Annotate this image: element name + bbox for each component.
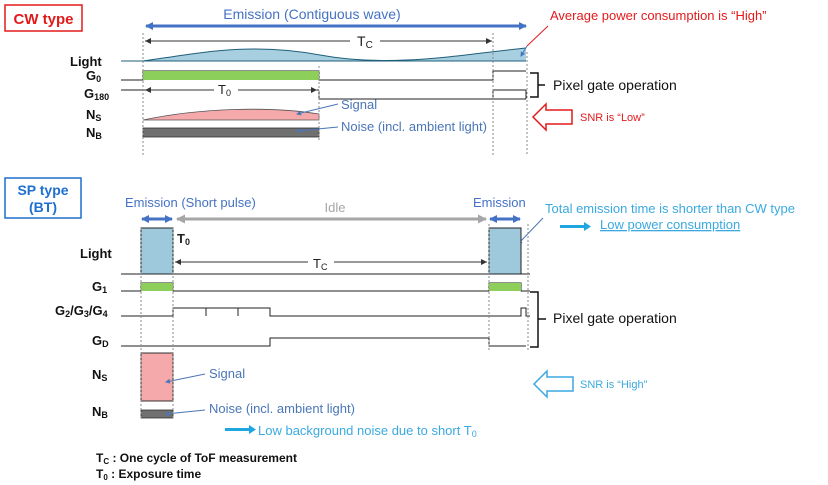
sp-signal-label: Signal [209,366,245,381]
cw-g180-signal [121,89,526,100]
cw-snr-arrow [531,102,573,132]
sp-low-bg-arrow [225,425,256,434]
cw-g0-gate [143,71,319,80]
sp-pixel-gate-label: Pixel gate operation [553,310,677,326]
sp-emission-short-label: Emission (Short pulse) [125,195,256,210]
sp-pixel-gate-bracket [530,291,546,348]
sp-snr-note: SNR is “High” [580,379,648,391]
sp-t0-label: T0 [177,231,190,247]
footnote-tc: TC : One cycle of ToF measurement [96,451,297,466]
cw-tc-label: TC [357,33,373,51]
cw-noise-pointer [296,126,339,134]
cw-row-nb: NB [86,125,102,141]
sp-total-pointer [517,217,544,245]
cw-emission-label: Emission (Contiguous wave) [223,6,400,22]
cw-row-ns: NS [86,107,101,123]
sp-type-box [4,177,82,219]
sp-section: SP type (BT) Emission (Short pulse) Idle… [4,177,795,439]
sp-g1-signal [121,282,530,292]
sp-g1-gate-1 [141,283,173,291]
sp-low-bg-label: Low background noise due to short T0 [258,423,477,439]
sp-g1-gate-2 [489,283,521,291]
sp-emission-label: Emission [473,195,526,210]
cw-power-note: Average power consumption is “High” [550,8,767,23]
footnote-t0: T0 : Exposure time [96,467,201,482]
cw-noise-bar [142,127,320,138]
sp-light-pulse-1 [140,227,174,275]
sp-row-nb: NB [92,404,108,420]
cw-row-light: Light [70,54,102,69]
sp-low-power-arrow [560,222,591,231]
sp-gd-signal [121,337,526,347]
sp-row-g234: G2/G3/G4 [55,303,108,319]
cw-pixel-gate-label: Pixel gate operation [553,77,677,93]
cw-light-wave [121,48,526,61]
sp-noise-label: Noise (incl. ambient light) [209,401,355,416]
footnotes: TC : One cycle of ToF measurement T0 : E… [96,451,297,482]
cw-pixel-gate-bracket [530,72,545,98]
cw-signal-pointer [296,103,339,116]
cw-snr-note: SNR is “Low” [580,112,645,124]
cw-signal-label: Signal [341,97,377,112]
cw-light-pointer [520,45,528,57]
sp-low-power-label: Low power consumption [600,217,740,232]
cw-noise-label: Noise (incl. ambient light) [341,119,487,134]
cw-power-pointer [526,25,549,47]
cw-row-g0: G0 [86,68,101,84]
sp-snr-arrow [532,369,574,399]
sp-tc-label: TC [313,256,328,272]
cw-t0-label: T0 [218,82,231,98]
sp-row-g1: G1 [92,279,107,295]
sp-idle-label: Idle [325,200,346,215]
sp-row-light: Light [80,246,112,261]
cw-signal-shape [142,108,320,121]
sp-light-pulse-2 [488,227,522,275]
sp-signal-rect [140,352,174,402]
cw-type-box [4,4,83,32]
cw-row-g180: G180 [84,86,109,102]
cw-section: CW type Emission (Contiguous wave) Avera… [4,4,767,156]
cw-type-label: CW type [14,11,74,28]
sp-total-note: Total emission time is shorter than CW t… [545,201,795,216]
sp-row-ns: NS [92,367,107,383]
sp-g234-signal [121,307,530,317]
sp-row-gd: GD [92,333,109,349]
sp-type-label-2: (BT) [29,199,57,215]
sp-type-label-1: SP type [17,182,68,198]
